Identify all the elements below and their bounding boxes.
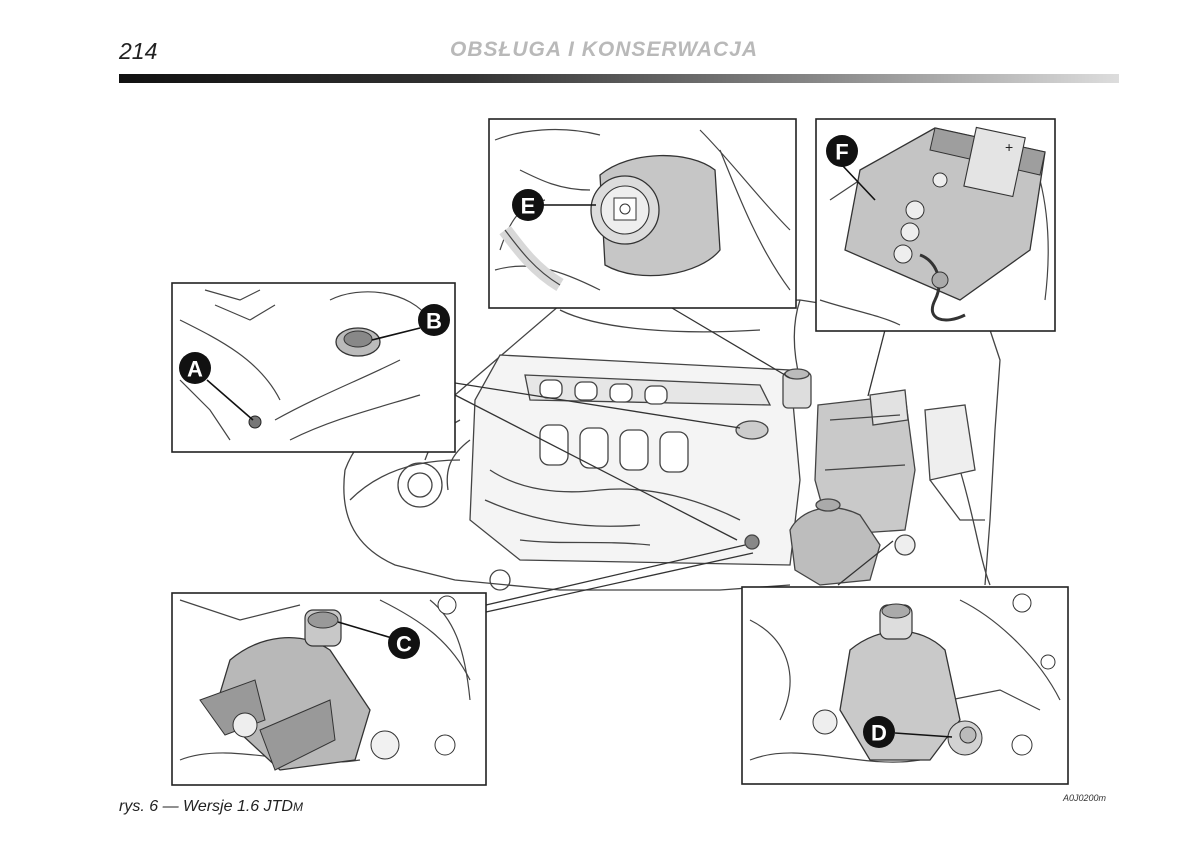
caption-text: rys. 6 — Wersje 1.6 JTD [119,798,293,815]
callout-a: A [179,352,211,384]
svg-text:F: F [835,140,848,165]
section-title: OBSŁUGA I KONSERWACJA [450,38,759,61]
svg-text:A: A [187,357,203,382]
callout-d: D [863,716,895,748]
svg-text:C: C [396,632,412,657]
svg-text:D: D [871,721,887,746]
callout-f: F [826,135,858,167]
leader-lines [454,307,894,613]
figure-caption: rys. 6 — Wersje 1.6 JTDM [119,798,303,816]
svg-text:+: + [1005,139,1013,155]
callout-c: C [388,627,420,659]
panel-f: + [815,118,1056,332]
figure-code: A0J0200m [1063,793,1107,803]
header-rule [119,74,1119,83]
panel-c [171,592,487,786]
panel-ab [171,282,456,453]
callout-e: E [512,189,544,221]
caption-suffix: M [292,800,303,814]
svg-text:E: E [521,194,536,219]
callout-b: B [418,304,450,336]
page-number: 214 [119,38,158,64]
panel-d [741,586,1069,785]
svg-text:B: B [426,309,442,334]
